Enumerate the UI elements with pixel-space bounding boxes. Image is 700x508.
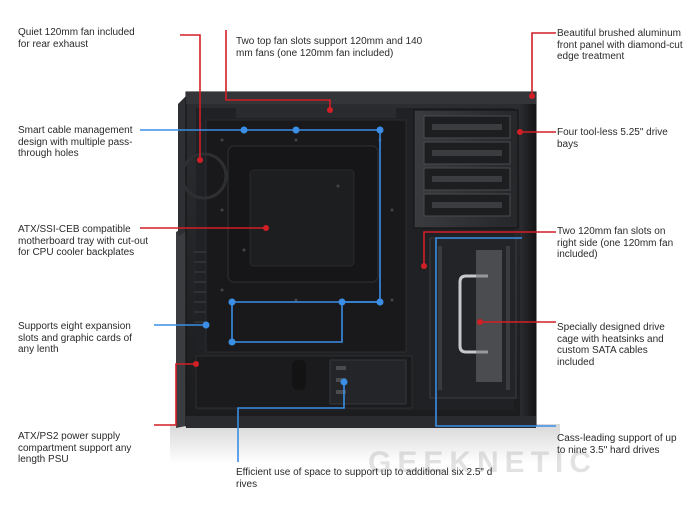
callout-ssd-space: Efficient use of space to support up to … — [236, 467, 493, 490]
callout-cable-management: Smart cable management design with multi… — [18, 125, 133, 159]
back-strip — [178, 96, 186, 236]
top-rail — [186, 92, 536, 104]
drive-cage-perforations — [438, 246, 510, 390]
watermark: GEEKNETIC — [368, 446, 598, 479]
front-panel — [520, 92, 536, 426]
leader-psu — [154, 363, 196, 426]
floor-shadow — [170, 424, 560, 464]
side-panel-edge — [176, 226, 186, 428]
psu-cutout — [292, 360, 306, 390]
drive-cage-handle — [458, 282, 488, 354]
callout-525-bays: Four tool-less 5.25" drive bays — [557, 127, 668, 150]
heatsink — [476, 250, 502, 382]
leader-cable — [140, 129, 381, 302]
top-fan-area — [236, 108, 396, 118]
cutout-inner — [249, 169, 355, 267]
callout-expansion-slots: Supports eight expansion slots and graph… — [18, 321, 132, 355]
bottom-rail — [186, 416, 536, 428]
leader-top-fans — [225, 30, 331, 110]
callout-mb-tray: ATX/SSI-CEB compatible motherboard tray … — [18, 224, 149, 258]
leader-rear-fan — [180, 34, 201, 160]
leader-front-panel — [531, 32, 556, 96]
rear-fan — [180, 152, 228, 200]
callout-drive-cage: Specially designed drive cage with heats… — [557, 322, 665, 368]
callout-psu: ATX/PS2 power supply compartment support… — [18, 431, 132, 465]
leader-side-fans — [423, 231, 556, 266]
callout-side-fans: Two 120mm fan slots on right side (one 1… — [557, 226, 674, 260]
expansion-slots — [194, 251, 206, 323]
callout-rear-fan: Quiet 120mm fan included for rear exhaus… — [18, 27, 135, 50]
callout-top-fans: Two top fan slots support 120mm and 140 … — [236, 36, 423, 59]
leader-hdd — [435, 237, 556, 427]
callout-front-panel: Beautiful brushed aluminum front panel w… — [557, 28, 683, 62]
leader-ssd — [237, 382, 345, 462]
bay-slots — [423, 115, 511, 217]
callout-hdd-support: Cass-leading support of up to nine 3.5" … — [557, 433, 677, 456]
